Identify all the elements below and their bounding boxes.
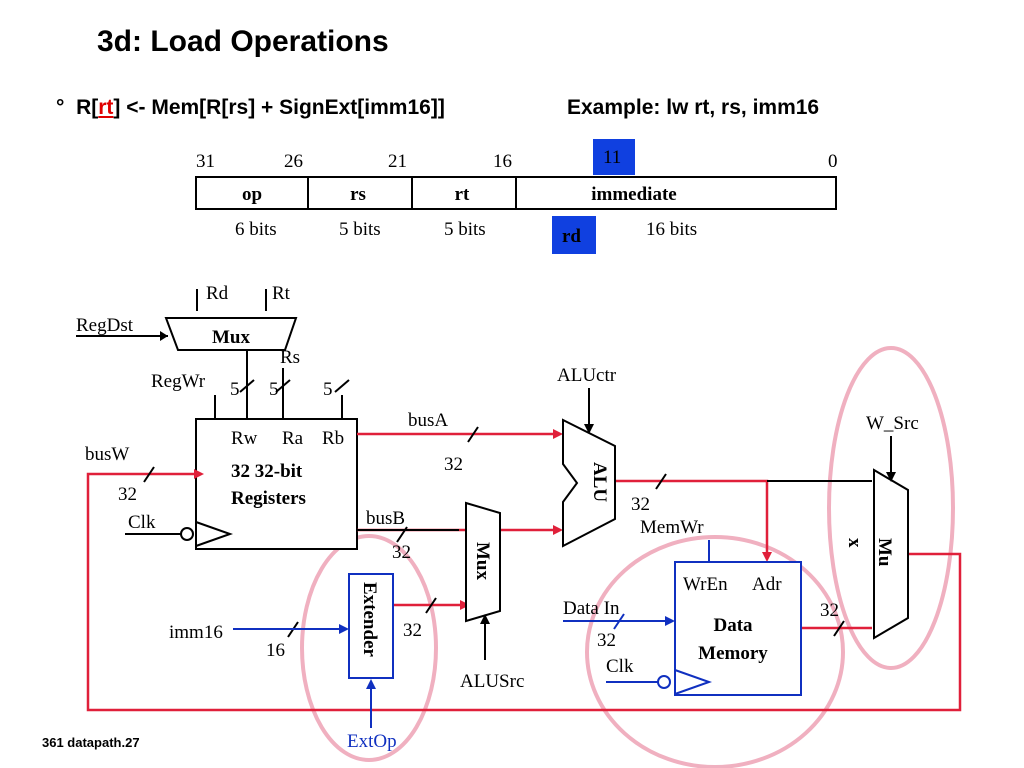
width-rt: 5 bits	[444, 219, 486, 240]
field-op: op	[242, 184, 262, 205]
busw-feedback-wire	[86, 472, 962, 712]
data-memory: WrEn Adr Data Memory MemWr Data In 32 Cl…	[563, 517, 802, 696]
alusrc-mux-shape	[465, 501, 501, 623]
extender-label: Extender	[359, 582, 380, 658]
regfile-label-1: 32 32-bit	[231, 461, 303, 482]
width-32-alu-out: 32	[631, 494, 650, 515]
rd-label: rd	[562, 226, 581, 247]
width-op: 6 bits	[235, 219, 277, 240]
field-rt: rt	[455, 184, 470, 205]
label-datain: Data In	[563, 598, 620, 619]
memory-clock-bubble	[657, 675, 671, 689]
bit-21: 21	[388, 151, 407, 172]
page-title: 3d: Load Operations	[97, 25, 389, 58]
port-rb: Rb	[322, 428, 344, 449]
regfile-label-2: Registers	[231, 488, 306, 509]
label-rt: Rt	[272, 283, 291, 304]
bit-11: 11	[603, 147, 621, 168]
alusrc-mux-label: Mux	[472, 542, 493, 581]
regdst-mux: Rd Rt Mux RegDst	[76, 283, 298, 351]
width-rs: 5 bits	[339, 219, 381, 240]
bit11-highlight	[593, 139, 635, 175]
extender-box	[348, 573, 394, 679]
width-5-rb: 5	[323, 379, 333, 400]
data-memory-label-2: Memory	[698, 643, 768, 664]
port-ra: Ra	[282, 428, 304, 449]
alusrc-mux: Mux ALUSrc	[460, 501, 524, 692]
regfile-box	[195, 418, 358, 550]
width-32-busb: 32	[392, 542, 411, 563]
alu: ALU ALUctr	[557, 365, 617, 548]
width-5-rw: 5	[230, 379, 240, 400]
bus-width-slashes	[143, 426, 845, 638]
label-extop: ExtOp	[347, 731, 397, 752]
bit-16: 16	[493, 151, 512, 172]
wsrc-mux-label-b: x	[844, 538, 865, 548]
label-rs: Rs	[280, 347, 300, 368]
label-regwr: RegWr	[151, 371, 206, 392]
extender: Extender imm16 16 ExtOp	[169, 573, 397, 752]
bit-31: 31	[196, 151, 215, 172]
width-5-ra: 5	[269, 379, 279, 400]
alu-shape	[562, 418, 616, 548]
regdst-mux-label: Mux	[212, 327, 251, 348]
label-aluctr: ALUctr	[557, 365, 617, 386]
label-busb: busB	[366, 508, 405, 529]
port-adr: Adr	[752, 574, 782, 595]
extender-highlight	[300, 534, 438, 762]
label-rd: Rd	[206, 283, 229, 304]
regfile-clock-icon	[195, 521, 234, 547]
field-immediate: immediate	[591, 184, 676, 205]
rtl-rt-link[interactable]: rt	[98, 96, 114, 119]
width-16-imm16: 16	[266, 640, 285, 661]
label-wsrc: W_Src	[866, 413, 919, 434]
port-wren: WrEn	[683, 574, 728, 595]
wsrc-mux-label-a: Mu	[874, 538, 895, 567]
data-memory-label-1: Data	[713, 615, 753, 636]
slide-footer: 361 datapath.27	[42, 735, 140, 750]
label-busw: busW	[85, 444, 129, 465]
label-memwr: MemWr	[640, 517, 704, 538]
memory-clock-icon	[674, 669, 713, 695]
label-regdst: RegDst	[76, 315, 134, 336]
width-32-busw: 32	[118, 484, 137, 505]
instruction-format: 31 26 21 16 11 0 op rs rt immediate 6 bi…	[195, 139, 838, 254]
register-file: RegWr 5 5 5 Rs Rw Ra Rb 32 32-bit Regist…	[85, 347, 358, 550]
memory-highlight	[585, 535, 845, 768]
label-alusrc: ALUSrc	[460, 671, 524, 692]
width-32-memory-out: 32	[820, 600, 839, 621]
wsrc-mux: Mu x W_Src	[767, 413, 919, 640]
instruction-rtl: ° R[rt] <- Mem[R[rs] + SignExt[imm16]]	[56, 96, 445, 120]
port-rw: Rw	[231, 428, 258, 449]
highlight-ellipses	[300, 346, 955, 768]
instruction-example: Example: lw rt, rs, imm16	[567, 96, 820, 119]
regfile-clock-bubble	[180, 527, 194, 541]
width-32-extender: 32	[403, 620, 422, 641]
alu-label: ALU	[589, 462, 610, 502]
label-clk-memory: Clk	[606, 656, 634, 677]
width-immediate: 16 bits	[646, 219, 697, 240]
label-clk-regfile: Clk	[128, 512, 156, 533]
label-busa: busA	[408, 410, 448, 431]
rtl-suffix: ] <- Mem[R[rs] + SignExt[imm16]]	[113, 96, 445, 119]
field-rs: rs	[350, 184, 366, 205]
data-memory-box	[674, 561, 802, 696]
width-32-datain: 32	[597, 630, 616, 651]
wsrc-mux-shape	[873, 468, 909, 640]
label-imm16: imm16	[169, 622, 223, 643]
rtl-prefix: R[	[76, 96, 99, 119]
wsrc-mux-highlight	[827, 346, 955, 670]
width-32-busa: 32	[444, 454, 463, 475]
bullet-symbol: °	[56, 96, 65, 119]
bit-0: 0	[828, 151, 838, 172]
rd-highlight	[552, 216, 596, 254]
bit-26: 26	[284, 151, 303, 172]
